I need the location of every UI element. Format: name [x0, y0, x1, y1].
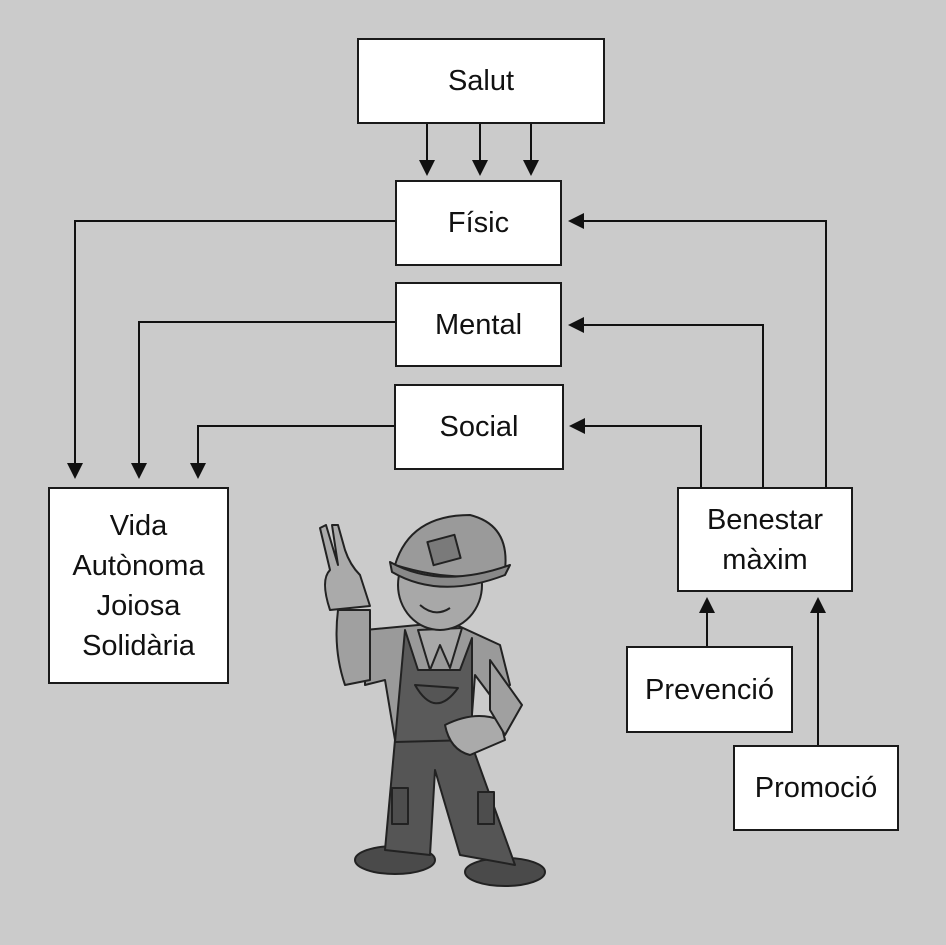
edge-benestar-social: [582, 425, 702, 487]
node-prevencio: Prevenció: [626, 646, 793, 733]
arrowhead: [523, 160, 539, 176]
node-fisic: Físic: [395, 180, 562, 266]
arrowhead: [419, 160, 435, 176]
node-mental: Mental: [395, 282, 562, 367]
node-vida: Vida Autònoma Joiosa Solidària: [48, 487, 229, 684]
node-promocio: Promoció: [733, 745, 899, 831]
arrowhead: [568, 213, 584, 229]
arrowhead: [568, 317, 584, 333]
edge-social-vida: [197, 425, 394, 466]
edge-benestar-mental: [582, 324, 764, 487]
arrowhead: [810, 597, 826, 613]
arrowhead: [699, 597, 715, 613]
arrowhead: [190, 463, 206, 479]
arrowhead: [131, 463, 147, 479]
edge-benestar-fisic: [582, 220, 827, 487]
arrowhead: [472, 160, 488, 176]
worker-cartoon-icon: [319, 514, 546, 887]
node-salut: Salut: [357, 38, 605, 124]
edge-mental-vida: [138, 321, 395, 466]
edge-fisic-vida: [74, 220, 395, 466]
arrowhead: [67, 463, 83, 479]
node-benestar: Benestar màxim: [677, 487, 853, 592]
node-social: Social: [394, 384, 564, 470]
arrowhead: [569, 418, 585, 434]
